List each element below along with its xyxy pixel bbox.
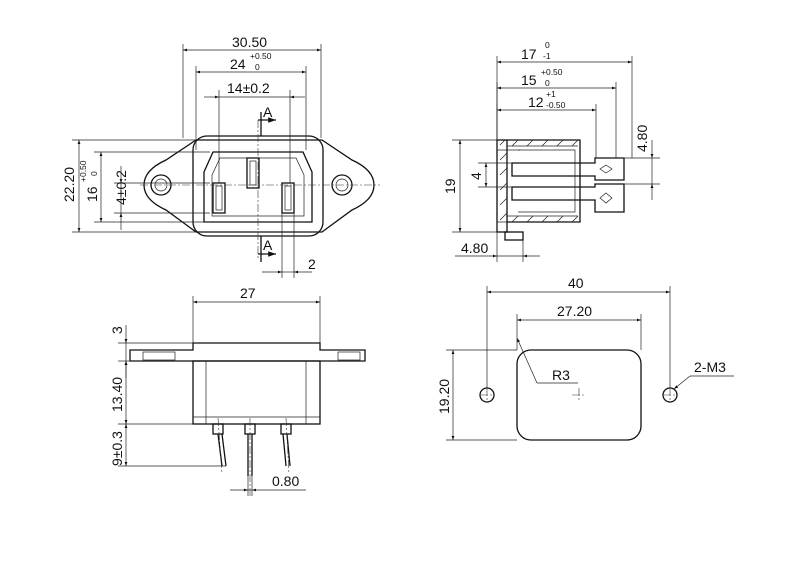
- dim-depth-max: 17: [521, 46, 537, 62]
- bottom-body: [192, 360, 321, 425]
- section-mark-bottom: A: [263, 237, 273, 253]
- side-pin-lower: [511, 183, 625, 213]
- side-body-outline: [507, 139, 581, 223]
- dim-flange-thickness: 3: [109, 326, 125, 334]
- dim-width-body-tol-upper: +0.50: [250, 51, 272, 61]
- front-pin-center: [246, 157, 260, 189]
- dim-side-height: 19: [442, 178, 458, 194]
- dim-height-body-tol-upper: +0.50: [78, 160, 88, 182]
- dim-screw-holes: 2-M3: [694, 359, 726, 375]
- bottom-view: 27 3 13.40 9±0.3 0.80: [109, 285, 366, 498]
- front-flange-outline: [143, 139, 375, 233]
- dim-pin-width: 2: [308, 256, 316, 272]
- dim-width-body: 24: [230, 56, 246, 72]
- dim-depth-min: 12: [528, 94, 544, 110]
- dim-depth-mid: 15: [521, 72, 537, 88]
- cutout-view: 40 27.20 R3 2-M3 19.20: [436, 275, 734, 441]
- panel-cutout: [516, 349, 642, 441]
- side-view: 17 0 -1 15 +0.50 0 12 +1 -0.50 4.80 19 4: [442, 40, 660, 262]
- dim-cutout-width: 27.20: [557, 303, 592, 319]
- side-pin-upper: [511, 157, 625, 181]
- dim-flange-depth: 4.80: [461, 240, 488, 256]
- dim-height-body-tol-lower: 0: [89, 171, 99, 176]
- dim-depth-min-tol-upper: +1: [546, 89, 556, 99]
- side-flange: [496, 139, 508, 233]
- dim-depth-max-tol-upper: 0: [545, 40, 550, 50]
- dim-width-body-tol-lower: 0: [255, 62, 260, 72]
- dim-pin-spacing: 14±0.2: [227, 80, 270, 96]
- dim-pin-length: 9±0.3: [109, 431, 125, 466]
- bottom-pin-left: [212, 423, 227, 467]
- dim-cutout-height: 19.20: [436, 379, 452, 414]
- dim-height-body: 16: [84, 186, 100, 202]
- dim-pin-offset: 4: [468, 172, 484, 180]
- front-socket-outline: [203, 151, 313, 223]
- dim-hole-spacing: 40: [568, 275, 584, 291]
- dim-depth-max-tol-lower: -1: [543, 51, 551, 61]
- dim-bottom-width: 27: [240, 285, 256, 301]
- dim-corner-radius: R3: [552, 367, 570, 383]
- dim-depth-mid-tol-lower: 0: [545, 78, 550, 88]
- section-mark-top: A: [263, 104, 273, 120]
- dim-width-overall: 30.50: [232, 34, 267, 50]
- dim-body-depth: 13.40: [109, 377, 125, 412]
- dim-height-overall: 22.20: [61, 167, 77, 202]
- front-pin-left: [212, 182, 226, 214]
- dim-tab-width: 4.80: [634, 125, 650, 152]
- front-pin-right: [281, 182, 295, 214]
- dim-depth-mid-tol-upper: +0.50: [541, 67, 563, 77]
- dim-depth-min-tol-lower: -0.50: [546, 100, 566, 110]
- front-view: A A 30.50 24 +0.50 0 14±0.2 22.20 16 +0.…: [61, 34, 380, 278]
- bottom-pin-right: [280, 423, 292, 467]
- dim-pin-thickness: 0.80: [272, 473, 299, 489]
- dim-pin-height: 4±0.2: [113, 170, 129, 205]
